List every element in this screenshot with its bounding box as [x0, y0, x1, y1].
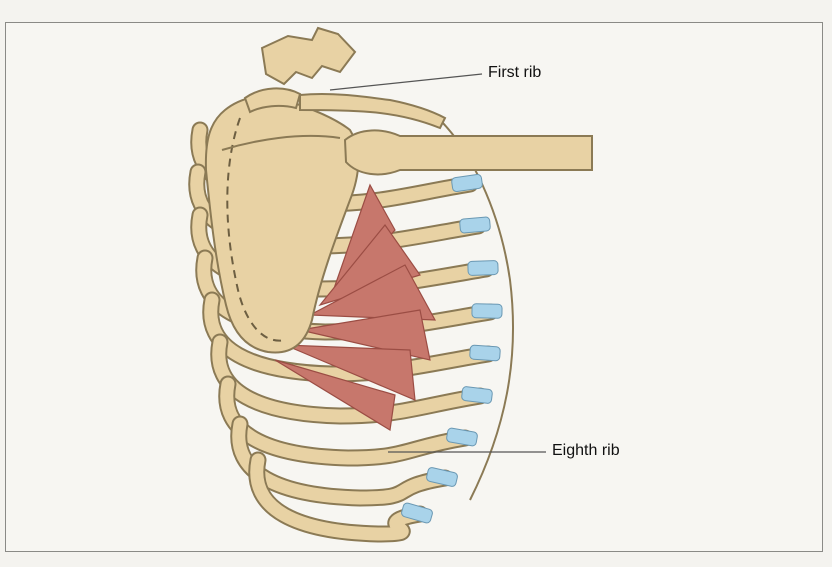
first-rib-label: First rib	[488, 64, 541, 82]
vertebra	[262, 28, 355, 84]
costal-cartilage	[461, 386, 492, 404]
costal-cartilage	[451, 174, 483, 192]
costal-cartilage	[468, 260, 498, 275]
costal-cartilage	[459, 217, 490, 234]
first-rib-leader-line	[330, 74, 482, 90]
costal-cartilage	[472, 304, 502, 319]
humerus	[345, 130, 592, 174]
costal-cartilage	[470, 345, 501, 361]
eighth-rib-label: Eighth rib	[552, 442, 620, 460]
